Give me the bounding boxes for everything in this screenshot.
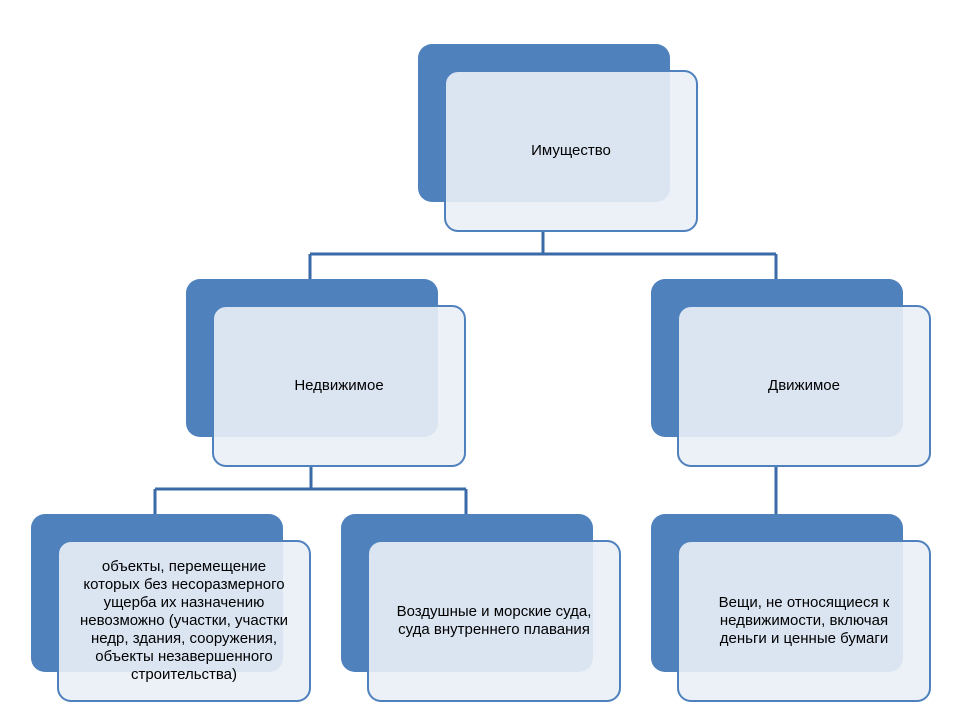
node-property-label: Имущество xyxy=(531,142,611,159)
node-other-things-text: Вещи, не относящиеся к недвижимости, вкл… xyxy=(719,594,890,648)
node-immovable-label: Недвижимое xyxy=(294,377,384,394)
node-immovable-card: Недвижимое xyxy=(212,305,466,467)
text-line: суда внутреннего плавания xyxy=(398,621,590,638)
text-line: объекты, перемещение xyxy=(101,558,267,575)
text-line: Воздушные и морские суда, xyxy=(396,603,592,620)
node-property-card: Имущество xyxy=(444,70,698,232)
node-vessels-card: Воздушные и морские суда, суда внутренне… xyxy=(367,540,621,702)
node-vessels-text: Воздушные и морские суда, суда внутренне… xyxy=(397,603,592,639)
text-line: невозможно (участки, участки xyxy=(79,612,289,629)
text-line: деньги и ценные бумаги xyxy=(719,630,889,647)
text-line: объекты незавершенного xyxy=(95,648,273,665)
text-line: недр, здания, сооружения, xyxy=(90,630,277,647)
node-immovable-objects-text: объекты, перемещение которых без несораз… xyxy=(80,558,288,684)
node-other-things-card: Вещи, не относящиеся к недвижимости, вкл… xyxy=(677,540,931,702)
node-movable-card: Движимое xyxy=(677,305,931,467)
text-line: недвижимости, включая xyxy=(719,612,889,629)
text-line: Вещи, не относящиеся к xyxy=(718,594,890,611)
node-immovable-objects-card: объекты, перемещение которых без несораз… xyxy=(57,540,311,702)
node-movable-label: Движимое xyxy=(768,377,840,394)
text-line: которых без несоразмерного xyxy=(83,576,285,593)
text-line: ущерба их назначению xyxy=(103,594,265,611)
text-line: строительства) xyxy=(130,666,238,683)
